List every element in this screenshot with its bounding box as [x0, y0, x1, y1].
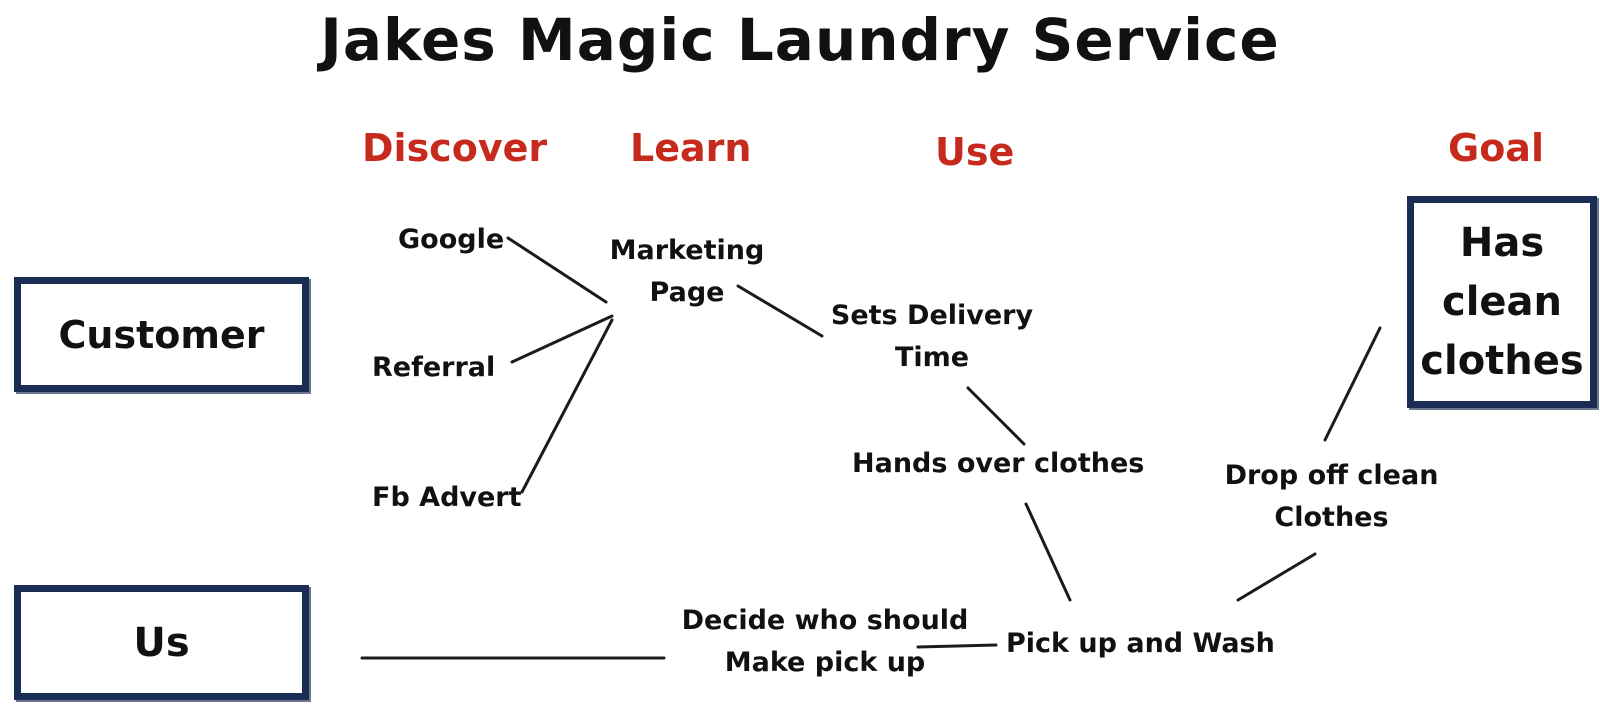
link-delivery-handover	[966, 386, 1026, 446]
link-google-marketing	[506, 236, 608, 304]
node-referral: Referral	[372, 352, 496, 383]
link-referral-marketing	[510, 314, 614, 364]
node-decide-who-should-make-pick-up: Decide who should Make pick up	[680, 600, 970, 684]
goal-box-text: Has clean clothes	[1420, 214, 1583, 391]
lane-customer-label: Customer	[58, 312, 265, 357]
node-fb-advert: Fb Advert	[372, 482, 522, 513]
node-drop-off-line-1: Drop off clean	[1224, 460, 1439, 491]
goal-line-1: Has	[1459, 219, 1545, 266]
goal-box: Has clean clothes	[1407, 196, 1597, 408]
node-marketing-page-line-1: Marketing	[609, 235, 765, 266]
stage-use: Use	[935, 130, 1015, 174]
link-handover-pickup	[1024, 502, 1072, 602]
lane-customer-box: Customer	[14, 277, 309, 392]
link-marketing-delivery	[736, 284, 824, 338]
node-sets-delivery-time-line-2: Time	[894, 342, 970, 373]
page-title: Jakes Magic Laundry Service	[320, 6, 1280, 74]
stage-learn: Learn	[630, 126, 752, 170]
node-drop-off-line-2: Clothes	[1274, 502, 1389, 533]
node-marketing-page: Marketing Page	[607, 230, 767, 314]
node-decide-line-1: Decide who should	[681, 605, 969, 636]
link-decide-pickup	[916, 643, 998, 649]
node-sets-delivery-time-line-1: Sets Delivery	[830, 300, 1034, 331]
goal-line-2: clean	[1441, 278, 1563, 325]
node-decide-line-2: Make pick up	[724, 647, 926, 678]
node-sets-delivery-time: Sets Delivery Time	[822, 295, 1042, 379]
stage-goal: Goal	[1448, 126, 1544, 170]
stage-discover: Discover	[362, 126, 548, 170]
node-pick-up-and-wash: Pick up and Wash	[1006, 628, 1275, 659]
node-marketing-page-line-2: Page	[649, 277, 725, 308]
link-dropoff-goal	[1323, 326, 1382, 442]
lane-us-box: Us	[14, 585, 309, 700]
link-pickup-dropoff	[1236, 552, 1317, 602]
node-google: Google	[398, 224, 505, 255]
goal-line-3: clothes	[1420, 337, 1584, 384]
link-fb-marketing	[520, 318, 614, 494]
lane-us-label: Us	[133, 619, 190, 666]
node-hands-over-clothes: Hands over clothes	[852, 448, 1145, 479]
node-drop-off-clean-clothes: Drop off clean Clothes	[1214, 455, 1449, 539]
